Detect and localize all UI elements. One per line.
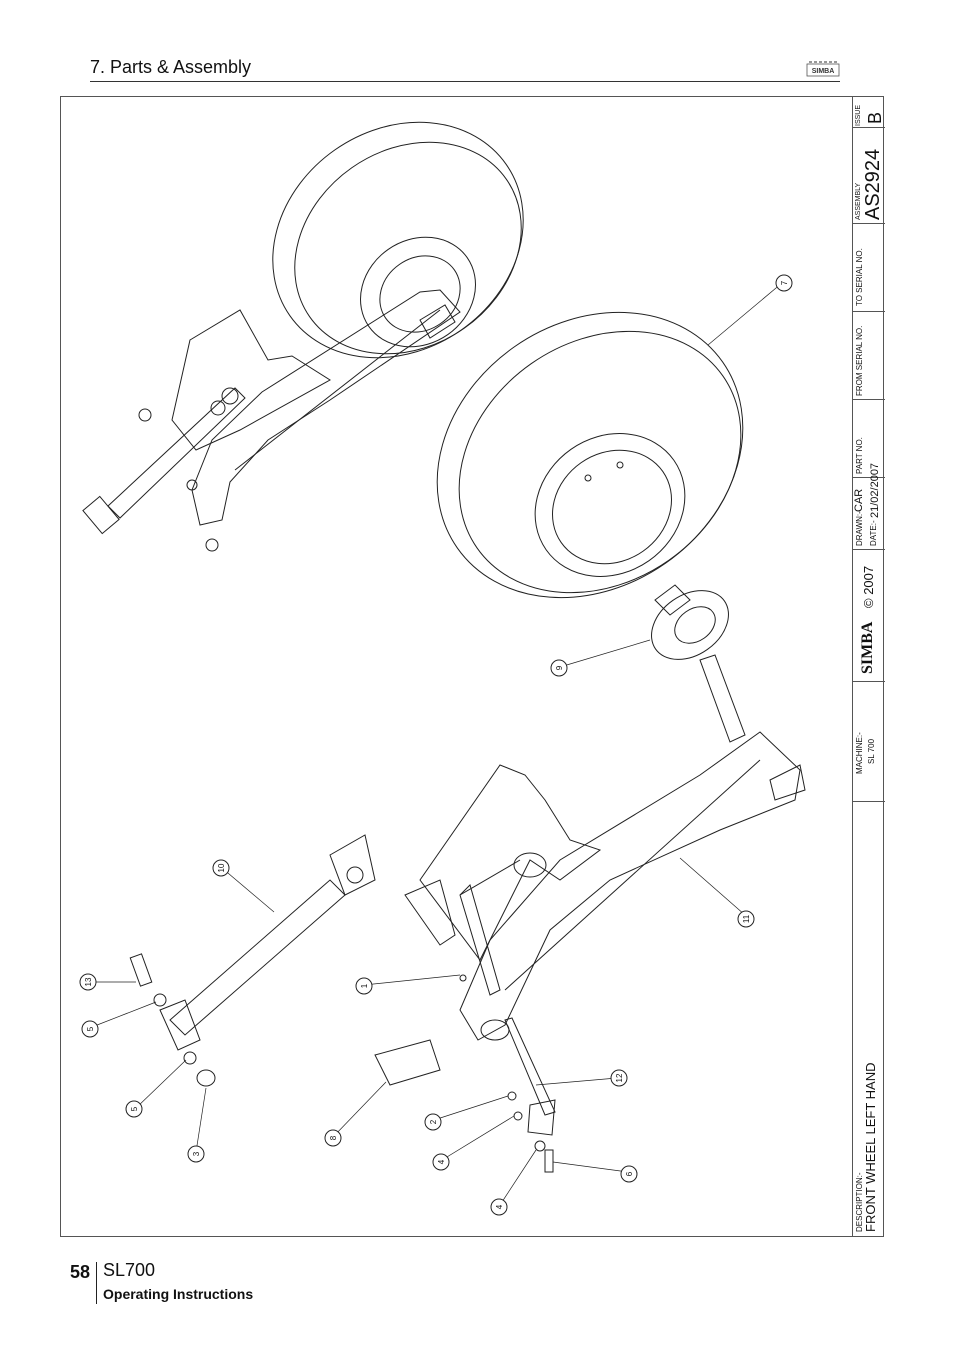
svg-text:5: 5 xyxy=(130,1106,139,1111)
svg-text:1: 1 xyxy=(360,983,369,988)
svg-text:9: 9 xyxy=(555,665,564,670)
svg-text:3: 3 xyxy=(192,1151,201,1156)
front-wheel xyxy=(436,311,744,599)
header-rule xyxy=(90,81,840,82)
rear-arm xyxy=(171,289,461,526)
callout-balloons: 7 9 10 11 1 13 5 5 3 8 2 4 4 6 12 xyxy=(79,274,793,1216)
description-cell: DESCRIPTION:- FRONT WHEEL LEFT HAND xyxy=(853,802,885,1237)
machine-cell: MACHINE:- SL 700 xyxy=(853,682,885,802)
from-serial-label: FROM SERIAL NO. xyxy=(855,325,864,396)
page-number: 58 xyxy=(70,1262,91,1282)
callout-2: 2 xyxy=(424,1113,442,1131)
callout-6: 6 xyxy=(620,1165,638,1183)
footer-divider xyxy=(96,1262,97,1304)
svg-text:7: 7 xyxy=(780,280,789,285)
front-turnbuckle xyxy=(159,834,376,1051)
svg-text:10: 10 xyxy=(217,863,226,872)
machine-value: SL 700 xyxy=(867,738,876,764)
issue-label: ISSUE xyxy=(855,104,862,126)
svg-text:12: 12 xyxy=(615,1073,624,1082)
document-subtitle: Operating Instructions xyxy=(103,1286,254,1302)
assembly-label: ASSEMBLY xyxy=(855,182,862,220)
callout-5: 5 xyxy=(125,1100,143,1118)
front-arm xyxy=(404,731,806,1041)
svg-text:5: 5 xyxy=(86,1026,95,1031)
date-label: DATE:- xyxy=(869,520,878,546)
wheel-hub xyxy=(651,584,746,743)
callout-10: 10 xyxy=(212,859,230,877)
svg-text:11: 11 xyxy=(742,914,751,923)
callout-7: 7 xyxy=(775,274,793,292)
from-serial-cell: FROM SERIAL NO. xyxy=(853,312,885,400)
callout-9: 9 xyxy=(550,659,568,677)
svg-text:6: 6 xyxy=(625,1171,634,1176)
callout-4: 4 xyxy=(432,1153,450,1171)
part-no-cell: PART NO. xyxy=(853,400,885,478)
rear-turnbuckle xyxy=(82,387,246,552)
simba-logo-icon: SIMBA xyxy=(806,61,840,77)
machine-label: MACHINE:- xyxy=(855,732,864,774)
assembly-cell: ASSEMBLY AS2924 xyxy=(853,128,885,224)
drawn-cell: DRAWN:- CAR DATE:- 21/02/2007 xyxy=(853,463,885,550)
small-parts xyxy=(129,953,556,1173)
drawing-frame xyxy=(60,96,884,1237)
svg-text:2: 2 xyxy=(429,1119,438,1124)
simba-logo-text: SIMBA xyxy=(812,68,835,75)
section-title: 7. Parts & Assembly xyxy=(90,57,252,77)
callout-3: 3 xyxy=(187,1145,205,1163)
callout-11: 11 xyxy=(737,910,755,928)
title-block: ISSUE B ASSEMBLY AS2924 TO SERIAL NO. FR… xyxy=(852,96,885,1237)
drawn-label: DRAWN:- xyxy=(855,511,864,546)
callout-13: 13 xyxy=(79,973,97,991)
svg-text:13: 13 xyxy=(84,977,93,986)
svg-text:8: 8 xyxy=(329,1135,338,1140)
svg-text:4: 4 xyxy=(495,1204,504,1209)
callout-8: 8 xyxy=(324,1129,342,1147)
description-value: FRONT WHEEL LEFT HAND xyxy=(863,1062,878,1232)
leader-lines xyxy=(90,282,783,1206)
callout-4: 4 xyxy=(490,1198,508,1216)
drawn-value: CAR xyxy=(853,488,865,512)
date-value: 21/02/2007 xyxy=(869,462,881,518)
callout-1: 1 xyxy=(355,977,373,995)
assembly-value: AS2924 xyxy=(862,148,884,220)
svg-text:4: 4 xyxy=(437,1159,446,1164)
to-serial-label: TO SERIAL NO. xyxy=(855,248,864,306)
simba-logo-text: SIMBA xyxy=(859,621,876,674)
rear-wheel xyxy=(272,121,524,359)
model-name: SL700 xyxy=(103,1260,156,1280)
callout-5: 5 xyxy=(81,1020,99,1038)
issue-cell: ISSUE B xyxy=(853,96,885,128)
copyright: © 2007 xyxy=(861,565,876,608)
issue-value: B xyxy=(865,111,885,124)
to-serial-cell: TO SERIAL NO. xyxy=(853,224,885,312)
logo-cell: SIMBA © 2007 xyxy=(853,550,885,682)
part-no-label: PART NO. xyxy=(855,437,864,474)
callout-12: 12 xyxy=(610,1069,628,1087)
